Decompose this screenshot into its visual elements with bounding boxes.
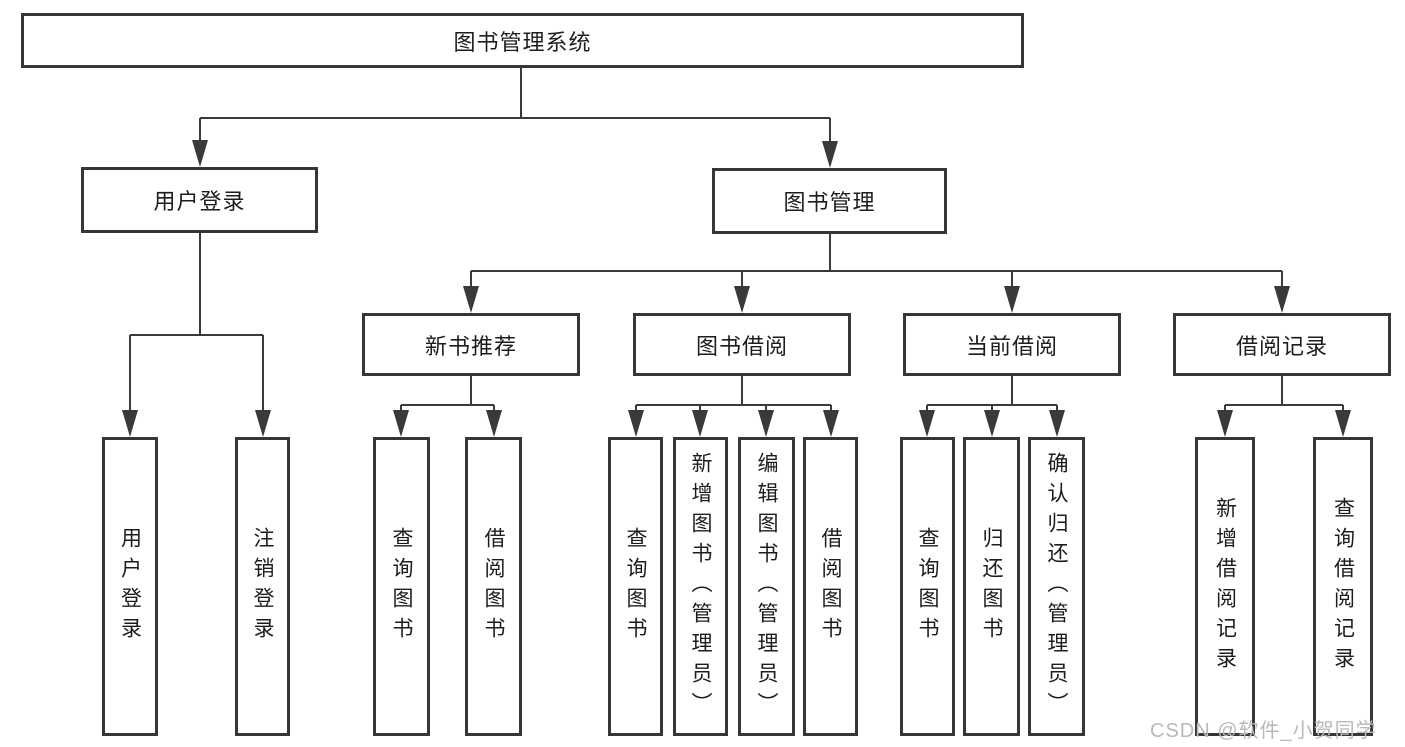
leaf-current-query-books: 查询图书 bbox=[900, 437, 955, 736]
node-new-book-recommend: 新书推荐 bbox=[362, 313, 580, 376]
node-user-login-branch: 用户登录 bbox=[81, 167, 318, 233]
leaf-borrow-add-books-admin: 新增图书（管理员） bbox=[673, 437, 728, 736]
leaf-user-login: 用户登录 bbox=[102, 437, 158, 736]
node-book-management-branch: 图书管理 bbox=[712, 168, 947, 234]
connector-arrowheads bbox=[122, 140, 1351, 437]
leaf-borrow-edit-books-admin: 编辑图书（管理员） bbox=[738, 437, 795, 736]
node-root-system: 图书管理系统 bbox=[21, 13, 1024, 68]
connector-lines bbox=[129, 68, 1344, 414]
leaf-current-return-books: 归还图书 bbox=[963, 437, 1020, 736]
leaf-logout: 注销登录 bbox=[235, 437, 290, 736]
leaf-borrow-query-books: 查询图书 bbox=[608, 437, 663, 736]
leaf-records-query-record: 查询借阅记录 bbox=[1313, 437, 1373, 736]
leaf-records-add-record: 新增借阅记录 bbox=[1195, 437, 1255, 736]
csdn-watermark: CSDN @软件_小贺同学 bbox=[1150, 720, 1377, 742]
node-book-borrow: 图书借阅 bbox=[633, 313, 851, 376]
leaf-current-confirm-return-admin: 确认归还（管理员） bbox=[1028, 437, 1085, 736]
leaf-recommend-borrow-books: 借阅图书 bbox=[465, 437, 522, 736]
leaf-borrow-borrow-books: 借阅图书 bbox=[803, 437, 858, 736]
leaf-recommend-query-books: 查询图书 bbox=[373, 437, 430, 736]
node-current-borrow: 当前借阅 bbox=[903, 313, 1121, 376]
node-borrow-records: 借阅记录 bbox=[1173, 313, 1391, 376]
